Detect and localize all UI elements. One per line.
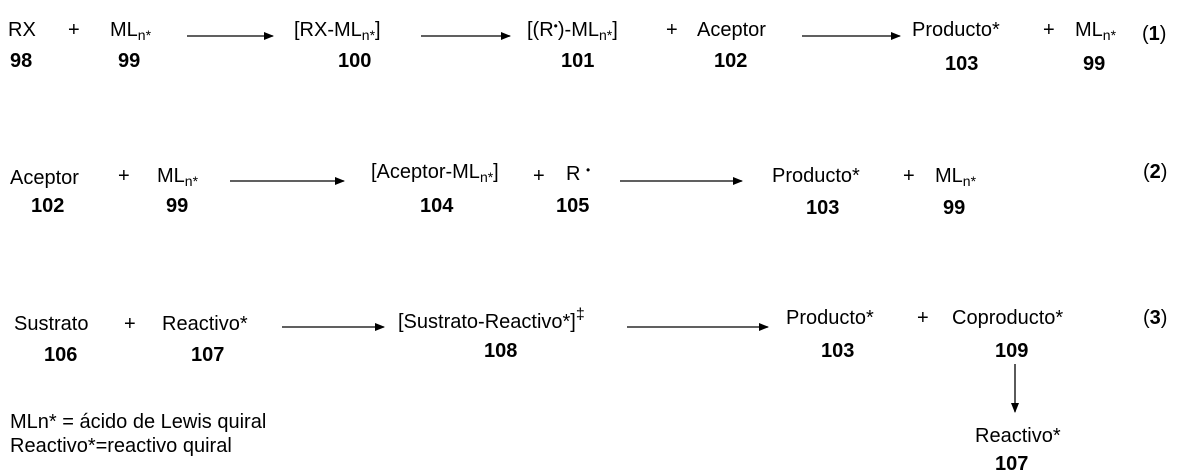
species-ml-catalyst: MLn* [935,165,977,189]
compound-number: 99 [166,195,189,217]
compound-number: 99 [118,50,141,72]
legend-chiral-reagent: Reactivo*=reactivo quiral [10,435,232,457]
compound-number: 100 [338,50,372,72]
species-aceptor: Aceptor [10,167,79,189]
compound-number: 105 [556,195,590,217]
plus-sign: + [124,313,136,335]
species-sustrato: Sustrato [14,313,89,335]
compound-number: 108 [484,340,518,362]
species-radical: R • [566,163,591,185]
species-producto: Producto* [786,307,874,329]
compound-number: 106 [44,344,78,366]
species-radical-ml-complex: [(R•)-MLn*] [527,19,618,43]
compound-number: 99 [943,197,966,219]
compound-number: 107 [191,344,225,366]
compound-number: 102 [714,50,748,72]
species-ml-catalyst: MLn* [1075,19,1117,43]
species-ml-catalyst: MLn* [110,19,152,43]
species-aceptor: Aceptor [697,19,766,41]
species-producto: Producto* [912,19,1000,41]
plus-sign: + [903,165,915,187]
plus-sign: + [1043,19,1055,41]
plus-sign: + [68,19,80,41]
species-transition-state: [Sustrato-Reactivo*]‡ [398,306,585,334]
plus-sign: + [666,19,678,41]
compound-number: 103 [806,197,840,219]
plus-sign: + [917,307,929,329]
compound-number: 99 [1083,53,1106,75]
compound-number: 102 [31,195,65,217]
species-aceptor-ml-complex: [Aceptor-MLn*] [371,161,499,185]
compound-number: 103 [945,53,979,75]
equation-label-1: (1) [1142,23,1167,45]
equation-label-2: (2) [1143,161,1168,183]
plus-sign: + [533,165,545,187]
plus-sign: + [118,165,130,187]
species-coproducto: Coproducto* [952,307,1064,329]
compound-number: 107 [995,453,1029,475]
species-rx-ml-complex: [RX-MLn*] [294,19,381,43]
species-rx: RX [8,19,36,41]
species-reactivo-regenerated: Reactivo* [975,425,1061,447]
compound-number: 103 [821,340,855,362]
compound-number: 104 [420,195,454,217]
species-producto: Producto* [772,165,860,187]
equation-label-3: (3) [1143,307,1168,329]
species-reactivo: Reactivo* [162,313,248,335]
species-ml-catalyst: MLn* [157,165,199,189]
compound-number: 101 [561,50,595,72]
legend-lewis-acid: MLn* = ácido de Lewis quiral [10,411,267,433]
compound-number: 109 [995,340,1029,362]
compound-number: 98 [10,50,33,72]
